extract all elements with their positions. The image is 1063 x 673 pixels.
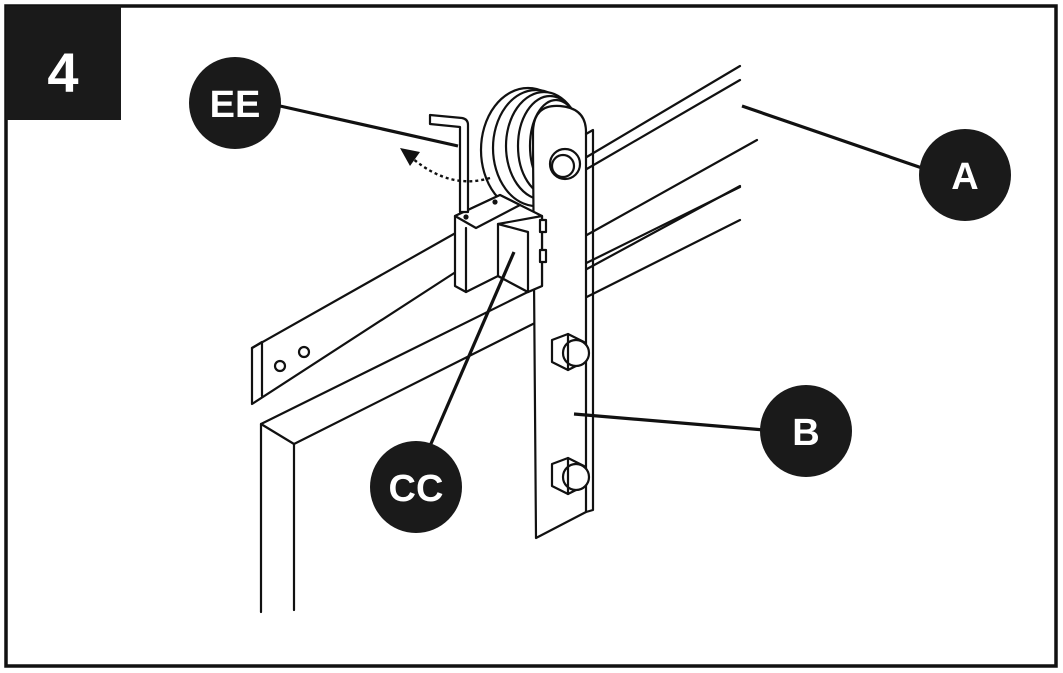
svg-text:A: A (951, 156, 978, 198)
callout-cc: CC (370, 441, 462, 533)
strap-hole (273, 359, 287, 373)
leader-ee (279, 104, 459, 148)
callout-a: A (919, 129, 1011, 221)
strap-bar (250, 224, 470, 406)
hanger-strap-b (531, 104, 595, 540)
svg-text:CC: CC (389, 468, 444, 510)
svg-text:B: B (792, 412, 819, 454)
leader-cc (428, 251, 516, 447)
step-number: 4 (47, 41, 78, 104)
hex-nut-upper (550, 332, 591, 372)
leader-b (573, 412, 765, 432)
hex-nut-lower (550, 456, 591, 496)
callout-ee: EE (189, 57, 281, 149)
anti-jump-block-cc (453, 193, 548, 294)
callout-b: B (760, 385, 852, 477)
step-badge: 4 (6, 6, 121, 120)
strap-hole (297, 345, 311, 359)
curved-arrow-icon (400, 148, 491, 183)
allen-wrench-icon (428, 113, 470, 214)
leader-lines (279, 104, 923, 447)
leader-a (741, 104, 923, 170)
svg-text:EE: EE (210, 84, 261, 126)
track-rail-a (583, 64, 759, 272)
